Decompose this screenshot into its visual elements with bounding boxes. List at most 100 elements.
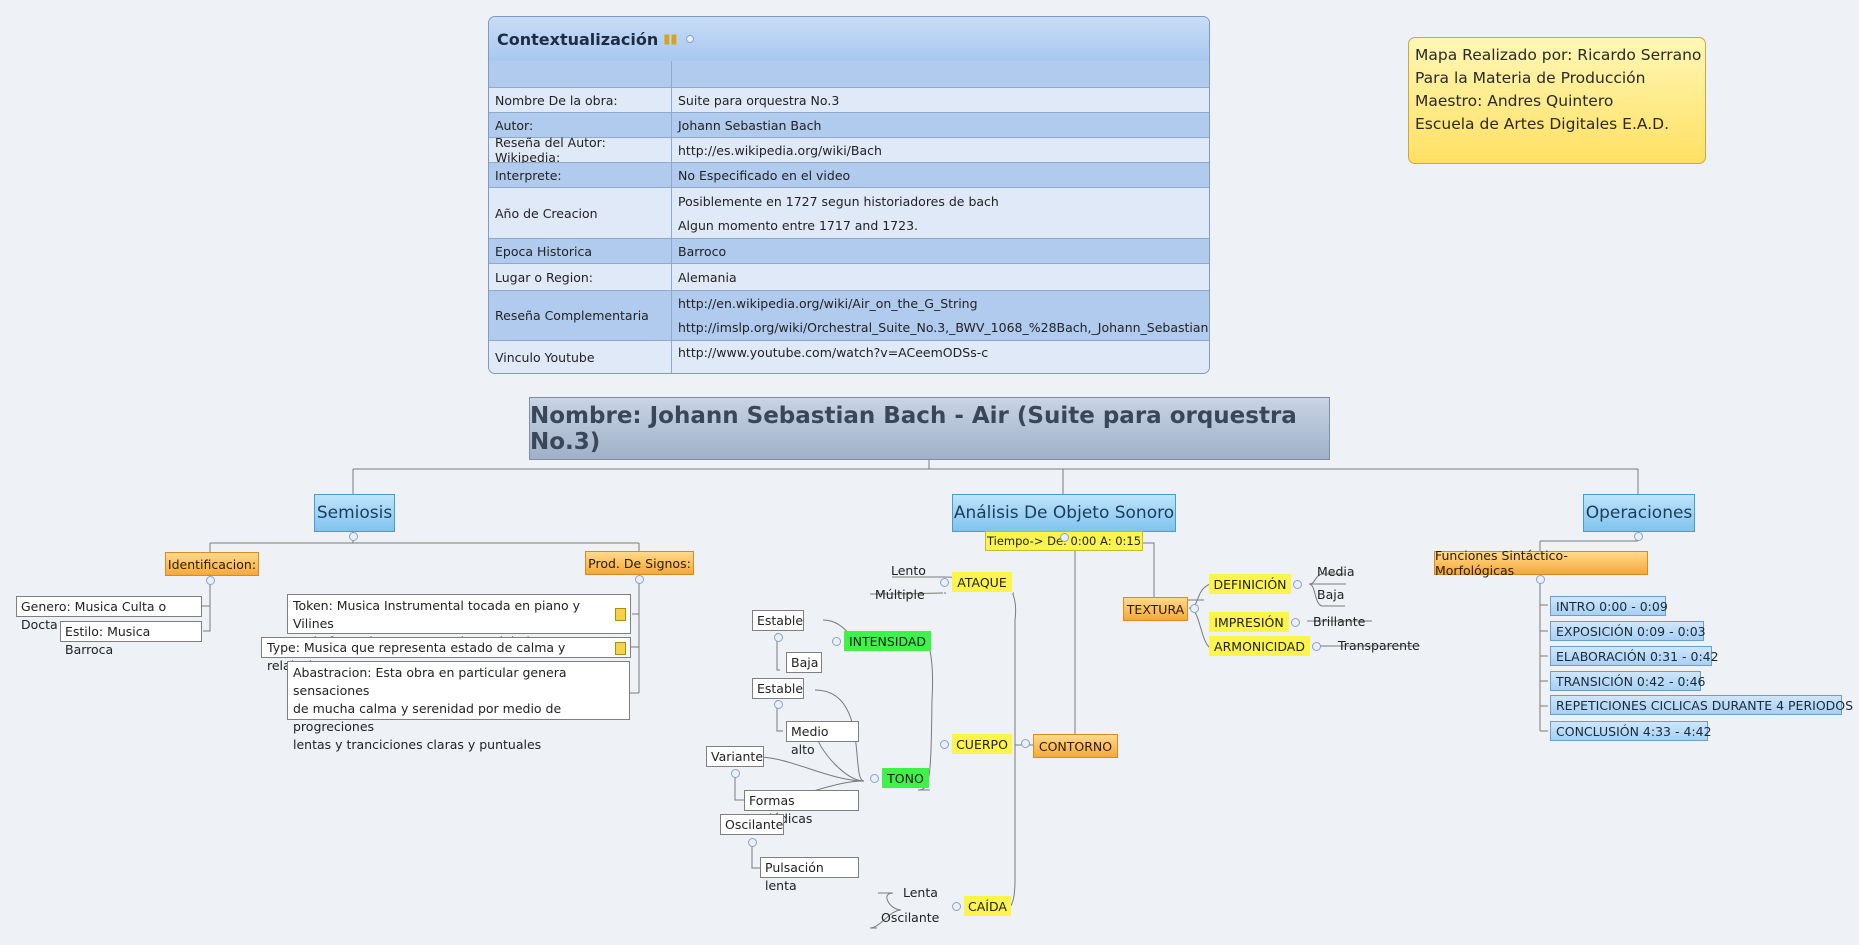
topic-contorno[interactable]: CONTORNO — [1033, 734, 1118, 758]
row-key: Epoca Historica — [495, 243, 593, 259]
node-transparente[interactable]: Transparente — [1338, 638, 1420, 653]
topic-analisis[interactable]: Análisis De Objeto Sonoro — [952, 494, 1176, 532]
collapse-icon[interactable] — [731, 769, 740, 778]
table-row: Epoca Historica Barroco — [489, 239, 1209, 264]
row-key: Autor: — [495, 117, 534, 133]
chart-icon: ▮▮ — [663, 31, 678, 47]
collapse-icon[interactable] — [940, 740, 949, 749]
table-row-empty — [489, 61, 1209, 88]
node-tono-estable[interactable]: Estable — [752, 678, 804, 699]
collapse-icon[interactable] — [1634, 532, 1643, 541]
node-type[interactable]: Type: Musica que representa estado de ca… — [261, 637, 631, 673]
node-token[interactable]: Token: Musica Instrumental tocada en pia… — [287, 594, 631, 649]
row-key: Nombre De la obra: — [495, 92, 618, 108]
table-row: Año de Creacion Posiblemente en 1727 seg… — [489, 188, 1209, 239]
topic-tono[interactable]: TONO — [882, 768, 929, 788]
note-icon[interactable] — [615, 641, 626, 655]
row-key: Interprete: — [495, 167, 562, 183]
node-baja[interactable]: Baja — [1317, 587, 1345, 602]
context-table: Contextualización ▮▮ Nombre De la obra: … — [488, 16, 1210, 374]
collapse-icon[interactable] — [685, 35, 694, 43]
collapse-icon[interactable] — [952, 902, 961, 911]
node-multiple[interactable]: Múltiple — [875, 587, 925, 602]
credits-note: Mapa Realizado por: Ricardo Serrano Para… — [1408, 37, 1706, 164]
abstraccion-line: lentas y tranciciones claras y puntuales — [293, 737, 542, 752]
collapse-icon[interactable] — [870, 774, 879, 783]
credits-line: Maestro: Andres Quintero — [1415, 92, 1614, 110]
node-media[interactable]: Media — [1317, 564, 1355, 579]
topic-operaciones[interactable]: Operaciones — [1583, 494, 1695, 532]
topic-ataque[interactable]: ATAQUE — [952, 572, 1012, 592]
node-caida-lenta[interactable]: Lenta — [903, 885, 938, 900]
node-abstraccion[interactable]: Abastracion: Esta obra en particular gen… — [287, 661, 630, 752]
central-topic[interactable]: Nombre: Johann Sebastian Bach - Air (Sui… — [529, 397, 1330, 460]
collapse-icon[interactable] — [206, 576, 215, 585]
credits-line: Para la Materia de Producción — [1415, 69, 1646, 87]
node-brillante[interactable]: Brillante — [1313, 614, 1366, 629]
row-key: Lugar o Region: — [495, 269, 593, 285]
row-link[interactable]: http://imslp.org/wiki/Orchestral_Suite_N… — [678, 320, 1210, 335]
topic-caida[interactable]: CAÍDA — [964, 896, 1011, 916]
collapse-icon[interactable] — [1536, 575, 1545, 584]
collapse-icon[interactable] — [774, 633, 783, 642]
row-key: Vinculo Youtube — [495, 349, 595, 365]
row-value: Suite para orquestra No.3 — [678, 92, 840, 108]
op-item[interactable]: INTRO 0:00 - 0:09 — [1550, 596, 1668, 616]
topic-prod-signos[interactable]: Prod. De Signos: — [585, 551, 694, 575]
node-lento[interactable]: Lento — [891, 563, 926, 578]
row-key: Año de Creacion — [495, 205, 598, 221]
collapse-icon[interactable] — [748, 838, 757, 847]
topic-textura[interactable]: TEXTURA — [1123, 597, 1188, 621]
row-value: Johann Sebastian Bach — [678, 117, 822, 133]
row-value: Barroco — [678, 243, 727, 259]
node-intensidad-baja[interactable]: Baja — [786, 652, 822, 673]
node-formas-melodicas[interactable]: Formas melódicas — [744, 790, 859, 826]
node-genero[interactable]: Genero: Musica Culta o Docta — [16, 596, 202, 632]
node-estilo[interactable]: Estilo: Musica Barroca — [60, 621, 202, 657]
row-value: Algun momento entre 1717 and 1723. — [678, 217, 919, 233]
op-item[interactable]: TRANSICIÓN 0:42 - 0:46 — [1550, 671, 1706, 691]
note-icon[interactable] — [615, 608, 626, 621]
table-row: Nombre De la obra: Suite para orquestra … — [489, 88, 1209, 113]
collapse-icon[interactable] — [1312, 642, 1321, 651]
op-item[interactable]: ELABORACIÓN 0:31 - 0:42 — [1550, 646, 1719, 666]
topic-identificacion[interactable]: Identificacion: — [165, 552, 259, 576]
node-variante[interactable]: Variante — [706, 746, 764, 767]
topic-definicion[interactable]: DEFINICIÓN — [1209, 574, 1291, 594]
node-pulsacion-lenta[interactable]: Pulsación lenta — [760, 857, 859, 893]
collapse-icon[interactable] — [940, 578, 949, 587]
collapse-icon[interactable] — [635, 575, 644, 584]
row-link[interactable]: http://es.wikipedia.org/wiki/Bach — [678, 142, 882, 158]
table-row: Reseña del Autor: Wikipedia: http://es.w… — [489, 135, 1209, 165]
collapse-icon[interactable] — [1021, 739, 1030, 748]
op-item[interactable]: REPETICIONES CICLICAS DURANTE 4 PERIODOS — [1550, 695, 1853, 715]
node-caida-oscilante[interactable]: Oscilante — [881, 910, 940, 925]
table-row: Vinculo Youtube http://www.youtube.com/w… — [489, 341, 1209, 373]
topic-armonicidad[interactable]: ARMONICIDAD — [1209, 636, 1310, 656]
abstraccion-line: Abastracion: Esta obra en particular gen… — [293, 665, 567, 698]
row-link[interactable]: http://www.youtube.com/watch?v=ACeemODSs… — [678, 345, 989, 360]
collapse-icon[interactable] — [349, 532, 358, 541]
table-row: Reseña Complementaria http://en.wikipedi… — [489, 291, 1209, 341]
topic-semiosis[interactable]: Semiosis — [314, 494, 395, 532]
topic-funciones[interactable]: Funciones Sintáctico-Morfológicas — [1434, 548, 1648, 578]
op-item[interactable]: EXPOSICIÓN 0:09 - 0:03 — [1550, 621, 1706, 641]
node-oscilante[interactable]: Oscilante — [720, 814, 784, 835]
row-link[interactable]: http://en.wikipedia.org/wiki/Air_on_the_… — [678, 296, 978, 311]
collapse-icon[interactable] — [832, 637, 841, 646]
row-value: Posiblemente en 1727 segun historiadores… — [678, 193, 999, 209]
node-intensidad-estable[interactable]: Estable — [752, 610, 804, 631]
credits-line: Escuela de Artes Digitales E.A.D. — [1415, 115, 1670, 133]
table-row: Autor: Johann Sebastian Bach — [489, 113, 1209, 138]
op-item[interactable]: CONCLUSIÓN 4:33 - 4:42 — [1550, 721, 1712, 741]
collapse-icon[interactable] — [1291, 618, 1300, 627]
collapse-icon[interactable] — [774, 700, 783, 709]
row-value: Alemania — [678, 269, 737, 285]
node-medio-alto[interactable]: Medio alto — [786, 721, 859, 757]
topic-intensidad[interactable]: INTENSIDAD — [844, 631, 931, 651]
collapse-icon[interactable] — [1060, 533, 1069, 542]
collapse-icon[interactable] — [1293, 580, 1302, 589]
topic-impresion[interactable]: IMPRESIÓN — [1209, 612, 1289, 632]
collapse-icon[interactable] — [1190, 604, 1199, 613]
topic-cuerpo[interactable]: CUERPO — [952, 734, 1012, 754]
